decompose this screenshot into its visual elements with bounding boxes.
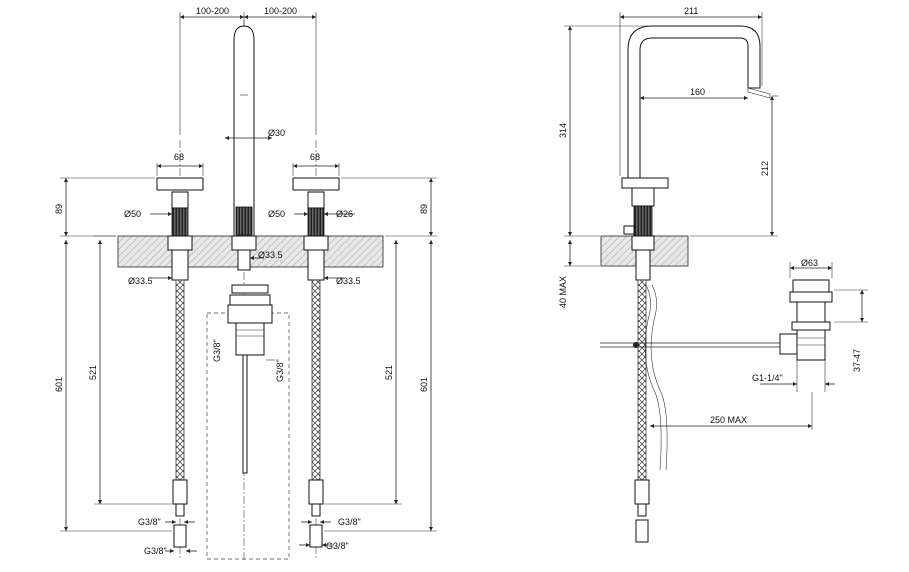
spout-collar [235, 206, 253, 236]
right-handle [292, 177, 340, 191]
dim-total-length-left: 601 [54, 377, 64, 392]
dim-reach: 211 [684, 6, 698, 16]
waste-cap [231, 284, 269, 294]
dim-total-length-right: 601 [419, 377, 429, 392]
dim-right-base-dia: Ø26 [336, 209, 353, 219]
left-hose [175, 279, 185, 481]
dim-thread-waste-left: G3/8" [212, 339, 222, 362]
dim-rod-max: 250 MAX [710, 415, 747, 425]
dim-thread-bottom-left: G3/8" [144, 546, 167, 556]
side-hose [637, 279, 647, 481]
right-hose [311, 279, 321, 481]
dim-handle-left-width: 68 [174, 152, 184, 162]
spout [233, 25, 255, 237]
dim-spout-projection: 160 [690, 87, 705, 97]
dim-hose-length-left: 521 [88, 365, 98, 380]
side-view: 211 160 314 212 40 MAX [558, 6, 868, 543]
dim-hole-center: Ø33.5 [258, 250, 283, 260]
dim-total-height: 314 [558, 123, 568, 138]
side-spout [627, 25, 761, 179]
dim-thread-hose-right: G3/8" [338, 517, 361, 527]
dim-waste-height: 37-47 [852, 349, 862, 372]
dim-height-right: 89 [419, 204, 429, 214]
dim-thread-hose-left: G3/8" [138, 517, 161, 527]
front-view: 100-200 100-200 Ø30 68 Ø50 68 Ø50 Ø26 [54, 6, 437, 560]
left-handle [156, 177, 204, 191]
dim-spacing-left: 100-200 [196, 6, 229, 16]
dim-waste-thread: G1-1/4" [752, 373, 783, 383]
dim-thread-bottom-right: G3/8" [326, 541, 349, 551]
dim-center-base-dia: Ø50 [268, 209, 285, 219]
dim-waste-dia: Ø63 [801, 258, 818, 268]
left-valve-body [171, 207, 189, 237]
dim-height-left: 89 [54, 204, 64, 214]
dim-deck-max: 40 MAX [558, 276, 568, 308]
dim-left-base-dia: Ø50 [124, 209, 141, 219]
dim-thread-waste-right: G3/8" [275, 359, 285, 382]
dim-spacing-right: 100-200 [264, 6, 297, 16]
dim-hose-length-right: 521 [384, 365, 394, 380]
dim-handle-right-width: 68 [310, 152, 320, 162]
pull-rod [242, 354, 248, 474]
side-waste-cap [792, 279, 830, 293]
dim-spout-height: 212 [760, 161, 770, 176]
dim-hole-right: Ø33.5 [336, 276, 361, 286]
dim-spout-dia: Ø30 [268, 128, 285, 138]
dim-hole-left: Ø33.5 [128, 276, 153, 286]
right-valve-body [307, 207, 325, 237]
